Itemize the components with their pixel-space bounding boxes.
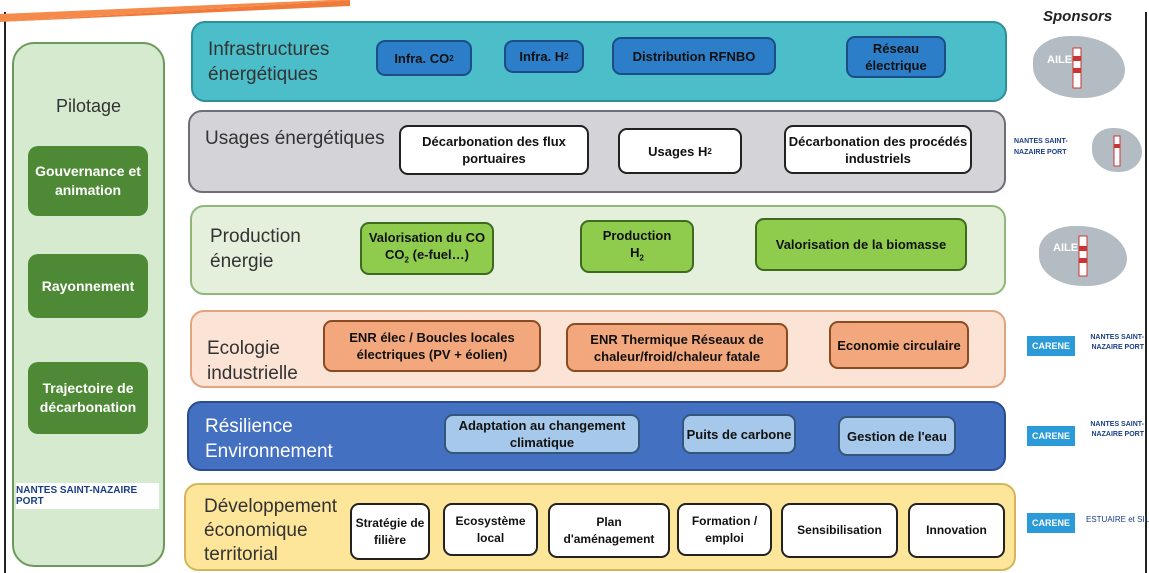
- item-innovation[interactable]: Innovation: [908, 503, 1005, 558]
- pilotage-partner-logos: NANTES SAINT-NAZAIRE PORT: [16, 483, 159, 509]
- item-valorisation-co2[interactable]: Valorisation du CO CO2 (e-fuel…): [360, 222, 494, 275]
- band-usages-title: Usages énergétiques: [205, 128, 385, 149]
- item-enr-thermique[interactable]: ENR Thermique Réseaux de chaleur/froid/c…: [566, 323, 788, 372]
- lighthouse-icon: [1072, 47, 1082, 89]
- item-reseau-electrique[interactable]: Réseau électrique: [846, 36, 946, 78]
- accent-swoosh: [0, 0, 350, 22]
- item-adaptation[interactable]: Adaptation au changement climatique: [444, 414, 640, 454]
- port-logo-3: NANTES SAINT-NAZAIRE PORT: [1090, 421, 1144, 438]
- item-sensibilisation[interactable]: Sensibilisation: [781, 503, 898, 558]
- item-strategie-filiere[interactable]: Stratégie de filière: [350, 503, 430, 560]
- aile-logo-3: AILE: [1039, 226, 1127, 286]
- item-production-h2[interactable]: Production H2: [580, 220, 694, 273]
- pilotage-item-gouvernance[interactable]: Gouvernance et animation: [28, 146, 148, 216]
- aile-logo-1: AILE: [1033, 36, 1125, 98]
- item-ecosysteme-local[interactable]: Ecosystème local: [443, 503, 538, 556]
- item-formation-emploi[interactable]: Formation / emploi: [677, 503, 772, 556]
- item-decarbonation-procedes[interactable]: Décarbonation des procédés industriels: [784, 125, 972, 174]
- item-valorisation-biomasse[interactable]: Valorisation de la biomasse: [755, 218, 967, 271]
- port-logo-2: NANTES SAINT-NAZAIRE PORT: [1090, 334, 1144, 351]
- item-puits-carbone[interactable]: Puits de carbone: [682, 414, 796, 454]
- carene-logo-2: CARENE: [1027, 426, 1075, 446]
- item-economie-circulaire[interactable]: Economie circulaire: [829, 321, 969, 369]
- item-decarbonation-flux[interactable]: Décarbonation des flux portuaires: [399, 125, 589, 175]
- mini-port-logo: NANTES SAINT-NAZAIRE PORT: [16, 485, 138, 507]
- aile-logo-2: [1092, 128, 1142, 172]
- item-gestion-eau[interactable]: Gestion de l'eau: [838, 416, 956, 456]
- carene-logo-3: CARENE: [1027, 513, 1075, 533]
- pilotage-item-rayonnement[interactable]: Rayonnement: [28, 254, 148, 318]
- frame-left-border: [4, 12, 6, 573]
- frame-right-border: [1145, 12, 1147, 573]
- aile-logo-label: AILE: [1047, 54, 1073, 66]
- item-plan-amenagement[interactable]: Plan d'aménagement: [548, 503, 670, 558]
- lighthouse-icon: [1113, 135, 1121, 167]
- lighthouse-icon: [1078, 235, 1088, 277]
- sponsors-title: Sponsors: [1043, 8, 1113, 25]
- pilotage-title: Pilotage: [55, 96, 122, 116]
- estuaire-sillon-logo: ESTUAIRE et SILLON: [1086, 515, 1149, 524]
- pilotage-item-trajectoire[interactable]: Trajectoire de décarbonation: [28, 362, 148, 434]
- item-distribution-rfnbo[interactable]: Distribution RFNBO: [612, 37, 776, 75]
- carene-logo-1: CARENE: [1027, 336, 1075, 356]
- item-enr-elec[interactable]: ENR élec / Boucles locales électriques (…: [323, 320, 541, 372]
- port-logo-1: NANTES SAINT-NAZAIRE PORT: [1014, 138, 1068, 156]
- aile-logo-label: AILE: [1053, 242, 1079, 254]
